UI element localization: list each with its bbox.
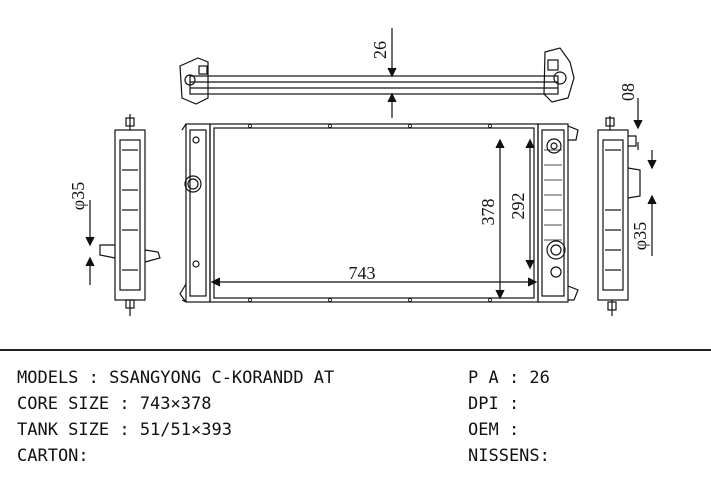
dim-right-inlet-marker xyxy=(647,150,657,256)
dim-08-marker xyxy=(633,98,643,150)
spec-oem: OEM : xyxy=(468,420,520,440)
dim-left-inlet-label: φ35 xyxy=(68,182,88,210)
dim-743-marker xyxy=(210,277,538,287)
spec-core-size: CORE SIZE : 743×378 xyxy=(17,394,212,414)
radiator-drawing: 26 08 φ35 φ35 378 292 743 xyxy=(68,28,657,316)
dim-26-marker xyxy=(387,28,397,118)
top-bracket-view xyxy=(179,47,575,105)
left-side-view xyxy=(99,114,161,316)
dim-left-inlet-marker xyxy=(85,200,95,285)
spec-pa: P A : 26 xyxy=(468,368,550,388)
dim-292-marker xyxy=(525,138,535,270)
section-divider xyxy=(0,349,711,351)
dim-right-inlet-label: φ35 xyxy=(630,222,650,250)
dim-26-label: 26 xyxy=(370,41,390,59)
front-view xyxy=(179,123,579,303)
spec-carton: CARTON: xyxy=(17,446,89,466)
spec-nissens: NISSENS: xyxy=(468,446,550,466)
spec-tank-size: TANK SIZE : 51/51×393 xyxy=(17,420,232,440)
spec-models: MODELS : SSANGYONG C-KORANDD AT xyxy=(17,368,335,388)
dim-292-label: 292 xyxy=(508,193,528,220)
right-side-view xyxy=(597,116,641,316)
spec-dpi: DPI : xyxy=(468,394,520,414)
dim-378-label: 378 xyxy=(478,199,498,226)
dim-08-label: 08 xyxy=(618,83,638,101)
dim-743-label: 743 xyxy=(349,263,376,283)
dim-378-marker xyxy=(495,138,505,300)
